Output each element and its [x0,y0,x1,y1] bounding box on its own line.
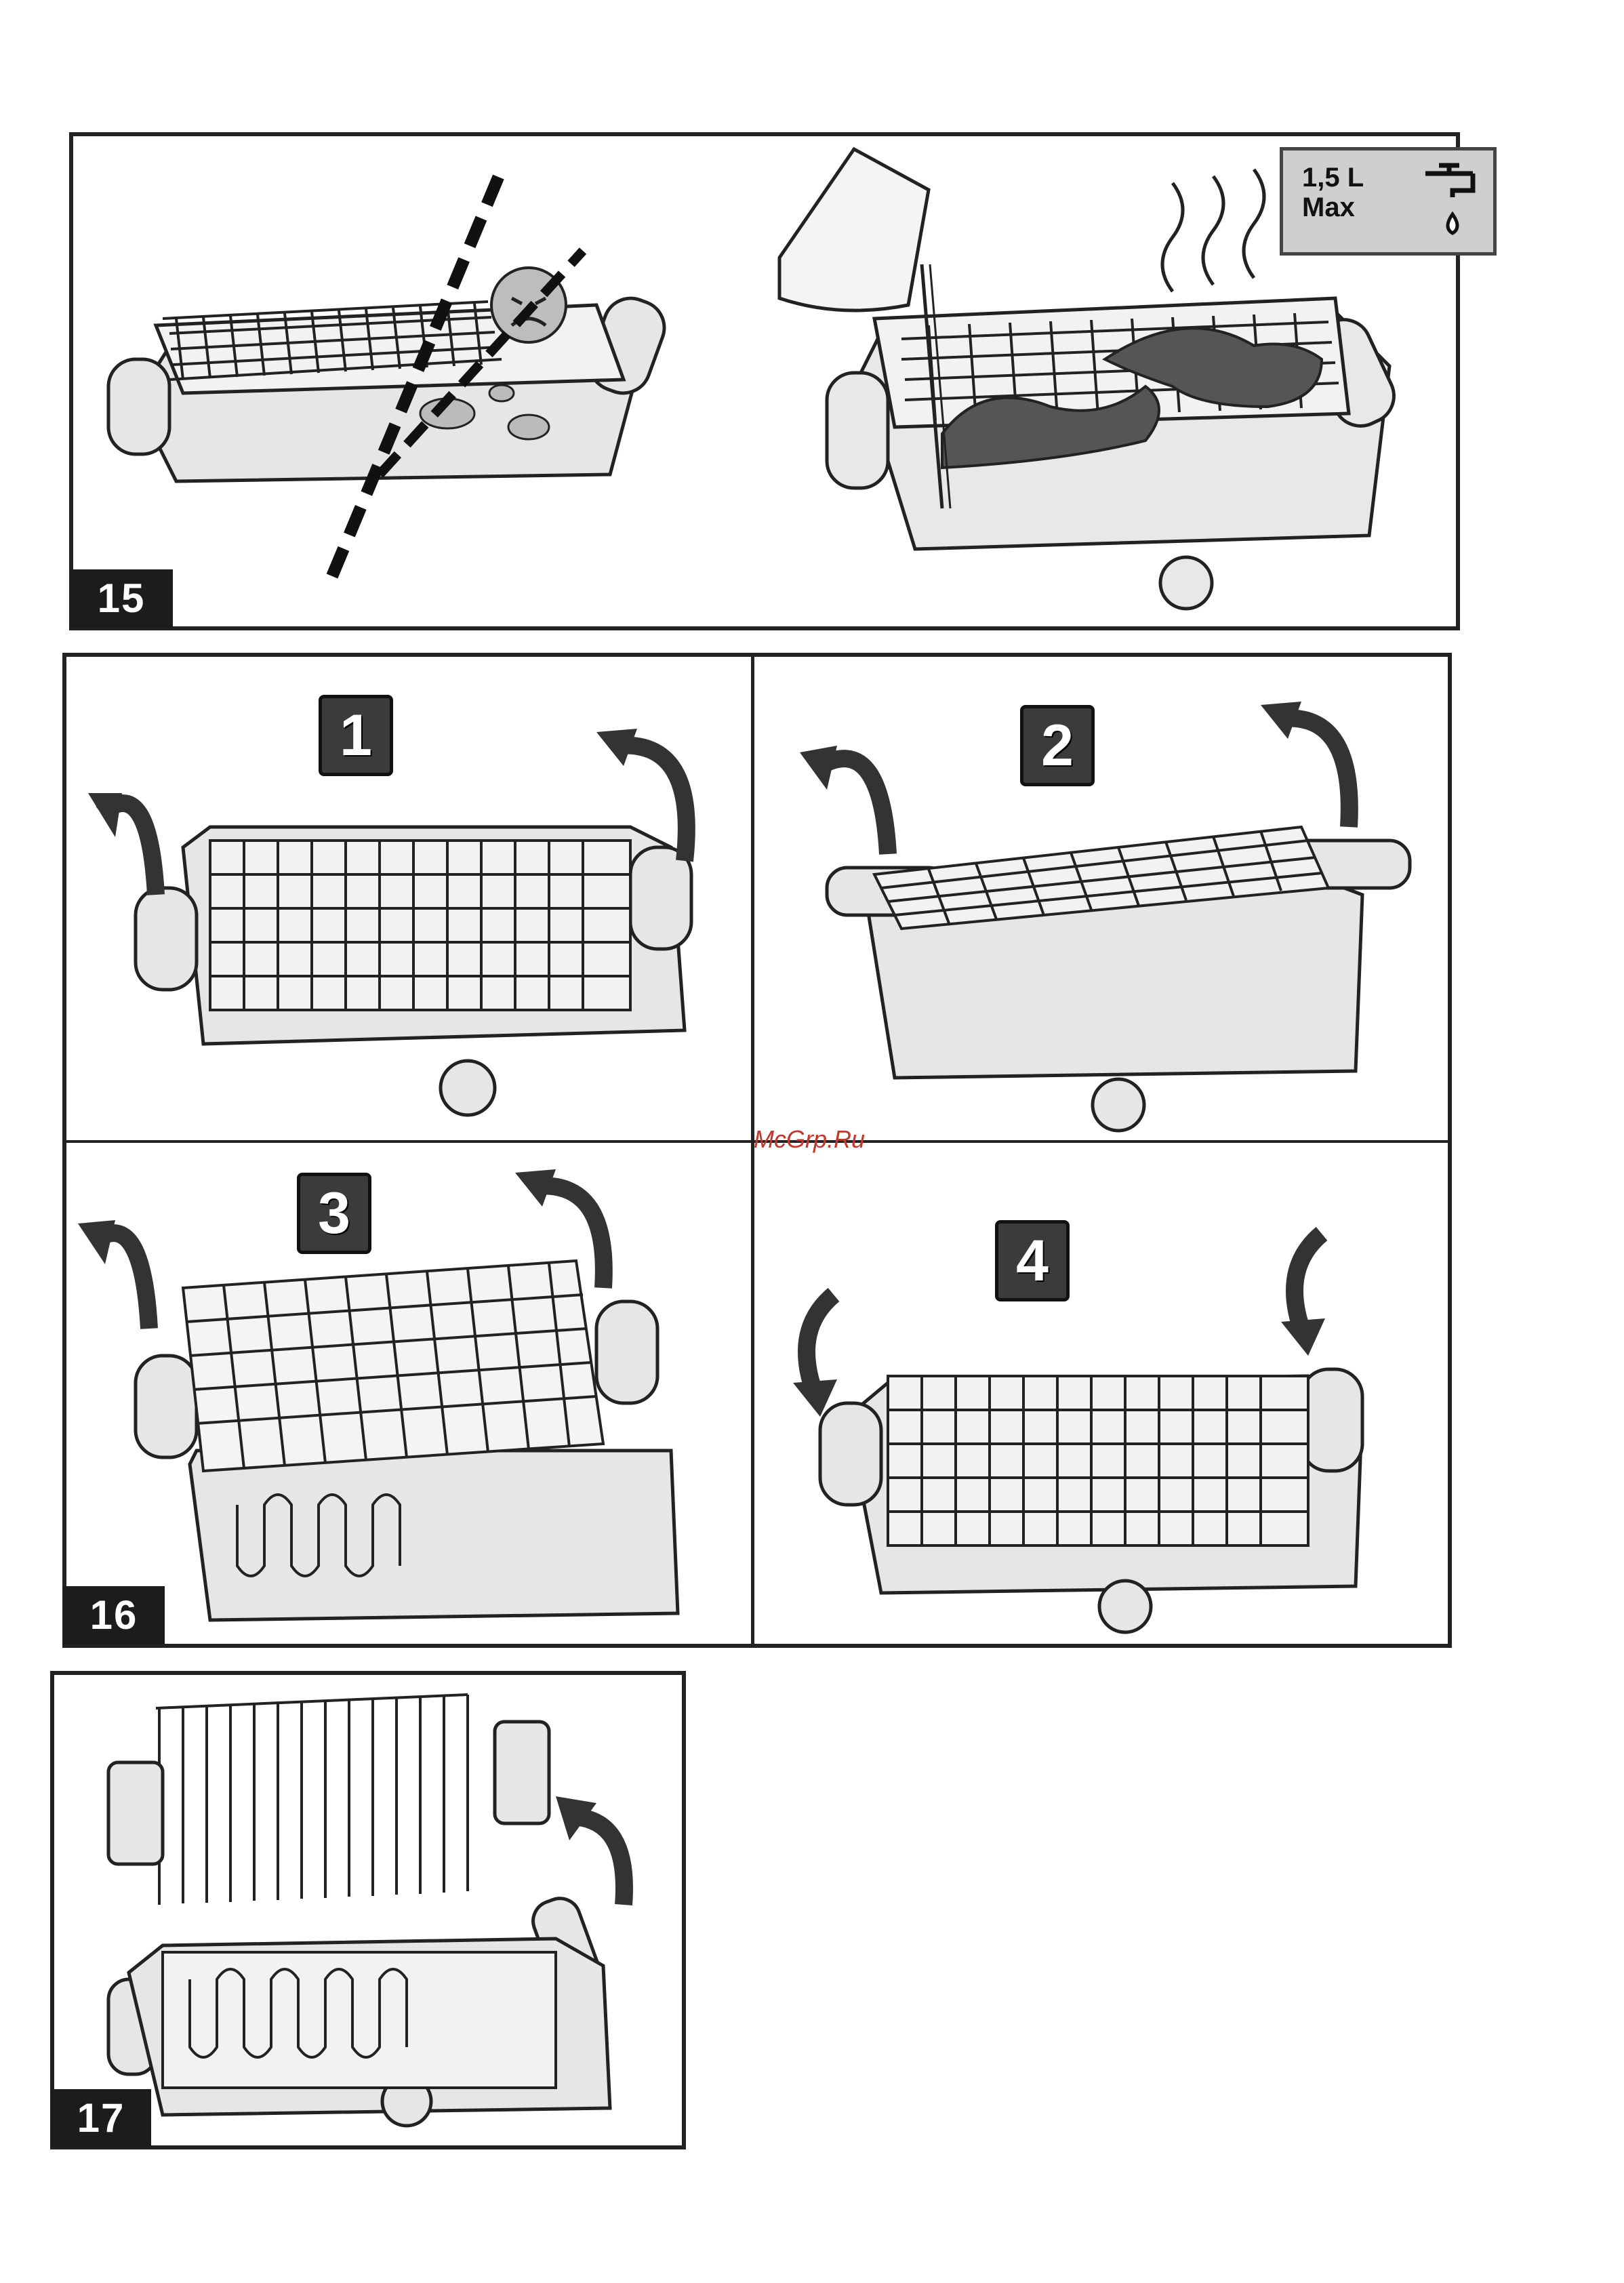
curved-arrow-icon [569,1817,624,1905]
water-capacity-label: 1,5 L Max [1280,147,1497,256]
grill-dry-warning-illustration [95,156,691,590]
figure-number-16: 16 [63,1586,165,1644]
step-1-illustration [75,691,739,1125]
step-17-illustration [81,1681,678,2142]
down-arrow-icon [1295,1234,1322,1329]
pitcher-icon [779,149,929,310]
faucet-icon [1412,160,1486,241]
down-arrow-icon [807,1295,834,1390]
capacity-volume: 1,5 L [1302,163,1364,193]
capacity-limit: Max [1302,193,1364,222]
curved-arrow-icon [1281,718,1349,827]
steam-icon [1162,169,1264,291]
step-4-illustration [766,1213,1437,1640]
figure-number-15: 15 [70,569,173,628]
watermark-text: McGrp.Ru [754,1125,865,1154]
figure-number-17: 17 [51,2089,151,2147]
step-2-illustration [766,691,1437,1125]
step-3-illustration [75,1152,739,1640]
